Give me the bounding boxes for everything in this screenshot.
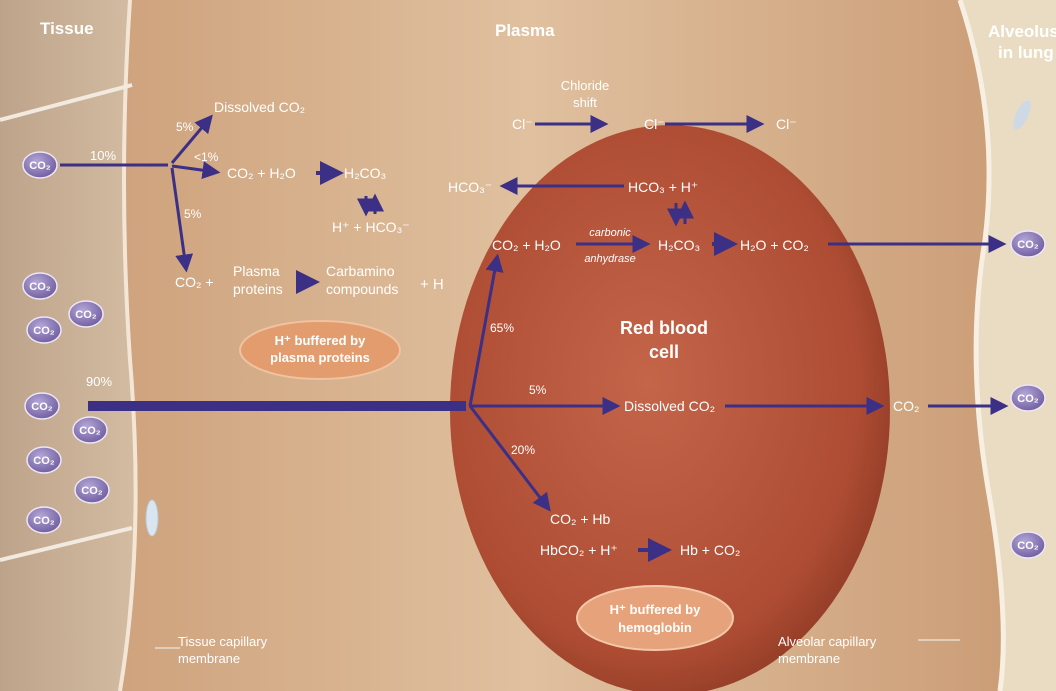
co2-molecule: CO₂ bbox=[1011, 532, 1045, 558]
hbco2-h: HbCO₂ + H⁺ bbox=[540, 542, 618, 558]
plasma-proteins-line2: proteins bbox=[233, 281, 283, 297]
tissue-membrane-line2: membrane bbox=[178, 651, 240, 666]
co2-molecule-label: CO₂ bbox=[75, 309, 97, 321]
cl-1: Cl⁻ bbox=[512, 116, 533, 132]
percent-5-protein: 5% bbox=[184, 207, 202, 221]
co2-molecule: CO₂ bbox=[1011, 385, 1045, 411]
co2-molecule: CO₂ bbox=[27, 507, 61, 533]
percent-5-dissolved: 5% bbox=[176, 120, 194, 134]
plasma-buffer-line2: plasma proteins bbox=[270, 350, 370, 365]
alveolar-membrane-line1: Alveolar capillary bbox=[778, 634, 877, 649]
co2-molecule: CO₂ bbox=[23, 273, 57, 299]
co2-molecule-label: CO₂ bbox=[1017, 393, 1039, 405]
carbamino-line2: compounds bbox=[326, 281, 398, 297]
tissue-membrane-line1: Tissue capillary bbox=[178, 634, 268, 649]
plasma-proteins-line1: Plasma bbox=[233, 263, 280, 279]
rbc-label-line1: Red blood bbox=[620, 318, 708, 338]
co2-molecule-label: CO₂ bbox=[33, 325, 55, 337]
co2-molecule-label: CO₂ bbox=[81, 485, 103, 497]
co2-molecule-label: CO₂ bbox=[33, 515, 55, 527]
alveolar-membrane-line2: membrane bbox=[778, 651, 840, 666]
co2-molecule: CO₂ bbox=[1011, 231, 1045, 257]
co2-molecule-label: CO₂ bbox=[1017, 540, 1039, 552]
co2-plus-proteins: CO₂ + bbox=[175, 274, 214, 290]
h-hco3-plasma: H⁺ + HCO₃⁻ bbox=[332, 219, 410, 235]
co2-molecule: CO₂ bbox=[25, 393, 59, 419]
co2-molecule-label: CO₂ bbox=[29, 160, 51, 172]
co2-molecule: CO₂ bbox=[73, 417, 107, 443]
co2-molecule-label: CO₂ bbox=[1017, 239, 1039, 251]
hb-co2: Hb + CO₂ bbox=[680, 542, 740, 558]
dissolved-co2-plasma: Dissolved CO₂ bbox=[214, 99, 305, 115]
alveolus-header-line2: in lung bbox=[998, 43, 1054, 62]
rbc-label-line2: cell bbox=[649, 342, 679, 362]
alveolus-header-line1: Alveolus bbox=[988, 22, 1056, 41]
plasma-buffer-line1: H⁺ buffered by bbox=[275, 333, 366, 348]
co2-molecule: CO₂ bbox=[23, 152, 57, 178]
hb-buffer-line1: H⁺ buffered by bbox=[610, 602, 701, 617]
h2co3-rbc: H₂CO₃ bbox=[658, 237, 700, 253]
co2-molecule: CO₂ bbox=[27, 317, 61, 343]
co2-molecule-label: CO₂ bbox=[79, 425, 101, 437]
percent-20: 20% bbox=[511, 443, 535, 457]
co2-molecule: CO₂ bbox=[27, 447, 61, 473]
co2-h2o-rbc: CO₂ + H₂O bbox=[492, 237, 561, 253]
carbonic-label: carbonic bbox=[589, 227, 631, 239]
tissue-header: Tissue bbox=[40, 19, 94, 38]
co2-h2o-plasma: CO₂ + H₂O bbox=[227, 165, 296, 181]
hemoglobin-buffer-bubble: H⁺ buffered by hemoglobin bbox=[577, 586, 733, 650]
co2-plasma-right: CO₂ bbox=[893, 398, 919, 414]
chloride-shift-line2: shift bbox=[573, 95, 597, 110]
co2-hb: CO₂ + Hb bbox=[550, 511, 611, 527]
carbamino-line1: Carbamino bbox=[326, 263, 395, 279]
co2-molecule-label: CO₂ bbox=[29, 281, 51, 293]
hb-buffer-line2: hemoglobin bbox=[618, 620, 692, 635]
cl-2: Cl⁻ bbox=[644, 116, 665, 132]
percent-65: 65% bbox=[490, 321, 514, 335]
co2-molecule-label: CO₂ bbox=[31, 401, 53, 413]
chloride-shift-line1: Chloride bbox=[561, 78, 609, 93]
hco3-h-rbc: HCO₃ + H⁺ bbox=[628, 179, 698, 195]
percent-5-rbc: 5% bbox=[529, 383, 547, 397]
anhydrase-label: anhydrase bbox=[584, 253, 635, 265]
percent-lt1: <1% bbox=[194, 150, 219, 164]
plus-h: + H bbox=[420, 276, 444, 293]
h2co3-plasma: H₂CO₃ bbox=[344, 165, 386, 181]
co2-molecule: CO₂ bbox=[69, 301, 103, 327]
co2-molecule-label: CO₂ bbox=[33, 455, 55, 467]
percent-90: 90% bbox=[86, 374, 112, 389]
h2o-co2-rbc: H₂O + CO₂ bbox=[740, 237, 809, 253]
plasma-buffer-bubble: H⁺ buffered by plasma proteins bbox=[240, 321, 400, 379]
hco3-plasma: HCO₃⁻ bbox=[448, 179, 492, 195]
percent-10: 10% bbox=[90, 148, 116, 163]
cl-3: Cl⁻ bbox=[776, 116, 797, 132]
plasma-header: Plasma bbox=[495, 21, 555, 40]
co2-molecule: CO₂ bbox=[75, 477, 109, 503]
dissolved-co2-rbc: Dissolved CO₂ bbox=[624, 398, 715, 414]
